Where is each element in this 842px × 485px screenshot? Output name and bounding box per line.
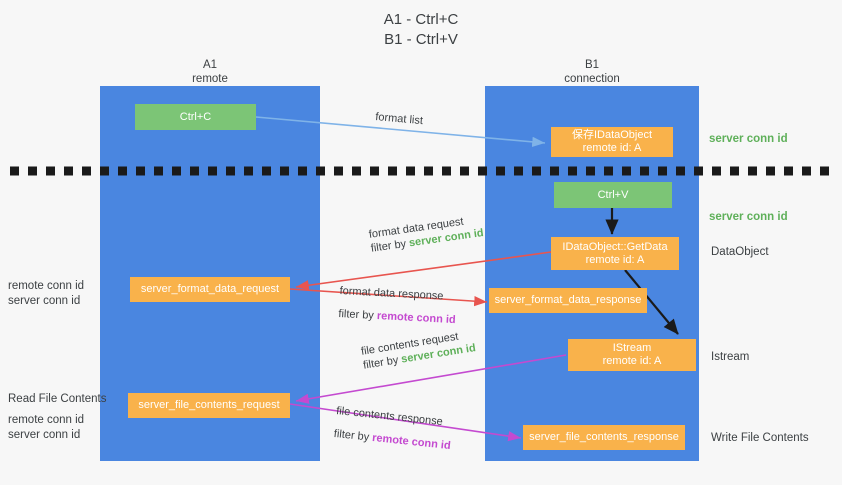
node-istream-sub: remote id: A bbox=[602, 355, 662, 367]
annotation-dataobject: DataObject bbox=[711, 246, 769, 258]
lane-a1-name: A1 bbox=[202, 59, 218, 71]
node-save-idataobject-sub: remote id: A bbox=[582, 142, 642, 154]
annotation-server-conn-id-1: server conn id bbox=[709, 133, 788, 145]
node-server-file-contents-response[interactable]: server_file_contents_response bbox=[523, 425, 685, 450]
title-line-2: B1 - Ctrl+V bbox=[384, 31, 458, 48]
edge-format-data-response bbox=[289, 288, 488, 307]
node-getdata-label: IDataObject::GetData bbox=[562, 240, 668, 253]
node-server-format-data-request-label: server_format_data_request bbox=[140, 283, 280, 295]
node-save-idataobject[interactable]: 保存IDataObject remote id: A bbox=[551, 127, 673, 157]
node-server-file-contents-response-label: server_file_contents_response bbox=[529, 431, 679, 443]
edge-format-list bbox=[255, 116, 546, 147]
annotation-server-conn-id-3: server conn id bbox=[8, 295, 81, 307]
edge-format-data-request bbox=[295, 251, 552, 291]
node-istream[interactable]: IStream remote id: A bbox=[568, 339, 696, 371]
annotation-istream: Istream bbox=[711, 351, 750, 363]
node-save-idataobject-label: 保存IDataObject bbox=[571, 129, 653, 141]
lane-header-b1: B1 connection bbox=[485, 58, 699, 86]
node-server-file-contents-request[interactable]: server_file_contents_request bbox=[128, 393, 290, 418]
edge-label-format-data-response: format data response filter by remote co… bbox=[338, 284, 457, 327]
lane-b1-role: connection bbox=[564, 73, 620, 85]
node-server-file-contents-request-label: server_file_contents_request bbox=[138, 399, 280, 411]
node-ctrl-c[interactable]: Ctrl+C bbox=[135, 104, 256, 130]
node-server-format-data-request[interactable]: server_format_data_request bbox=[130, 277, 290, 302]
lane-header-a1: A1 remote bbox=[100, 58, 320, 86]
diagram-title: A1 - Ctrl+C B1 - Ctrl+V bbox=[0, 10, 842, 50]
node-ctrl-v[interactable]: Ctrl+V bbox=[554, 182, 672, 208]
annotation-remote-conn-id-1: remote conn id bbox=[8, 280, 85, 292]
node-ctrl-v-label: Ctrl+V bbox=[597, 188, 629, 201]
annotation-server-conn-id-2: server conn id bbox=[709, 211, 788, 223]
node-istream-label: IStream bbox=[612, 342, 652, 354]
annotation-group-file-contents: Read File Contents remote conn id server… bbox=[8, 392, 106, 443]
node-ctrl-c-label: Ctrl+C bbox=[179, 110, 212, 123]
annotation-remote-conn-id-2: remote conn id bbox=[8, 414, 85, 426]
annotation-server-conn-id-4: server conn id bbox=[8, 429, 81, 441]
edge-file-contents-request bbox=[295, 354, 567, 404]
edge-getdata-to-istream bbox=[624, 269, 679, 335]
annotation-group-format: remote conn id server conn id bbox=[8, 279, 84, 309]
node-getdata-sub: remote id: A bbox=[585, 253, 645, 266]
filter-prefix: filter by bbox=[338, 307, 375, 322]
lane-a1-role: remote bbox=[192, 73, 228, 85]
lane-b1-name: B1 bbox=[584, 59, 600, 71]
filter-prefix: filter by bbox=[333, 427, 370, 444]
node-server-format-data-response[interactable]: server_format_data_response bbox=[489, 288, 647, 313]
title-line-1: A1 - Ctrl+C bbox=[383, 11, 459, 28]
annotation-read-file-contents: Read File Contents bbox=[8, 393, 107, 405]
node-server-format-data-response-label: server_format_data_response bbox=[494, 294, 642, 306]
node-getdata[interactable]: IDataObject::GetData remote id: A bbox=[551, 237, 679, 270]
edge-file-contents-response bbox=[289, 403, 522, 442]
annotation-write-file-contents: Write File Contents bbox=[711, 432, 809, 444]
